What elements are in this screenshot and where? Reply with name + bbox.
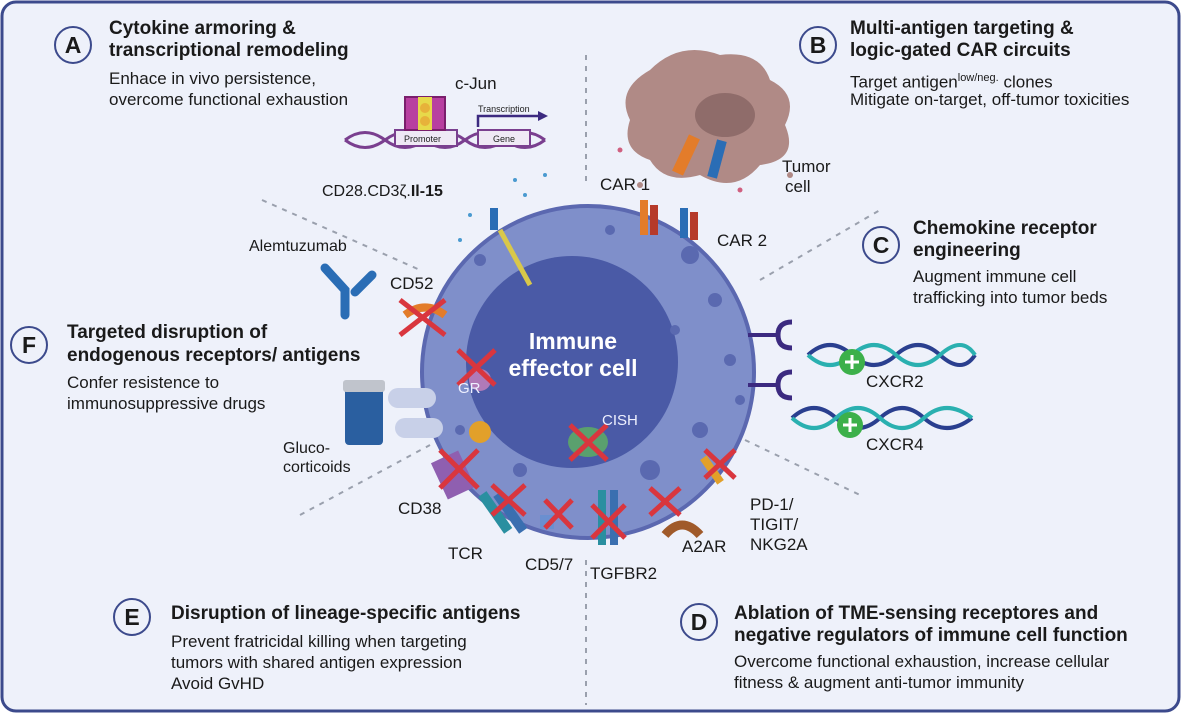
il15-receptor [458,173,547,287]
panel-c-title-1: Chemokine receptor [913,218,1097,239]
panel-b-body-2: Mitigate on-target, off-tumor toxicities [850,90,1130,109]
label-cd52: CD52 [390,274,434,293]
panel-c-body-1: Augment immune cell [913,267,1077,286]
dna-promoter-graphic [344,96,548,149]
cd57-receptor [540,498,574,530]
label-il15-bold: Il-15 [410,183,443,200]
label-gene: Gene [493,134,516,144]
panel-a-body-2: overcome functional exhaustion [109,90,349,109]
panel-a-title-2: transcriptional remodeling [109,40,349,61]
tgfbr2-receptor [590,490,627,545]
glucocorticoid-pills [343,380,443,445]
label-il15-pre: CD28.CD3ζ. [322,183,411,200]
label-cjun: c-Jun [455,74,497,93]
cish-protein [568,423,609,462]
alemtuzumab-antibody [320,263,377,320]
panel-d-title-2: negative regulators of immune cell funct… [734,625,1128,646]
label-gr: GR [458,380,481,397]
label-a2ar: A2AR [682,537,727,556]
label-pd1-1: PD-1/ [750,495,794,514]
panel-b-body-1: Target antigenlow/neg. clones [850,68,1053,93]
tumor-cell-graphic [617,50,793,193]
panel-e-body-3: Avoid GvHD [171,674,265,693]
badge-f: F [10,326,48,364]
badge-c: C [862,226,900,264]
panel-e-body-2: tumors with shared antigen expression [171,653,463,672]
cell-label-line2: effector cell [508,355,638,381]
tcr-receptor [478,483,528,534]
label-tumor-2: cell [785,177,811,196]
cell-label-line1: Immune [528,328,618,354]
label-cish: CISH [602,412,638,429]
label-transcription: Transcription [478,104,530,114]
label-promoter: Promoter [404,134,442,144]
pd1-receptor [700,448,737,485]
cell-vesicles [455,225,745,480]
panel-f-body-1: Confer resistence to [67,373,220,392]
label-il15: CD28.CD3ζ.Il-15 [322,183,443,201]
label-cd38: CD38 [398,499,442,518]
label-cxcr2: CXCR2 [866,372,924,391]
panel-b-body-1-post: clones [998,72,1053,92]
badge-a: A [54,26,92,64]
panel-c-body-2: trafficking into tumor beds [913,288,1108,307]
panel-b-title-2: logic-gated CAR circuits [850,40,1071,61]
label-alemtuzumab: Alemtuzumab [249,238,347,255]
panel-e-title-1: Disruption of lineage-specific antigens [171,603,521,624]
cd38-receptor [430,421,491,500]
label-gluco-2: corticoids [283,459,351,476]
label-tgfbr2: TGFBR2 [590,564,658,583]
panel-d-body-2: fitness & augment anti-tumor immunity [734,673,1025,692]
panel-a-body-1: Enhace in vivo persistence, [109,69,316,88]
panel-f-title-1: Targeted disruption of [67,322,268,343]
panel-c-title-2: engineering [913,240,1021,261]
cd52-receptor [398,298,448,337]
panel-b-title-1: Multi-antigen targeting & [850,18,1074,39]
label-tcr: TCR [448,544,483,563]
label-tumor-1: Tumor [782,157,831,176]
label-car1: CAR 1 [600,175,651,194]
label-cxcr4: CXCR4 [866,435,924,454]
car-receptors [640,200,698,240]
panel-e-body-1: Prevent fratricidal killing when targeti… [171,632,467,651]
cell-nucleus [466,256,678,468]
panel-b-body-1-sup: low/neg. [957,72,999,84]
label-car2: CAR 2 [717,231,768,250]
sector-dividers [261,55,881,705]
cxcr-graphics [748,319,977,438]
panel-a-title-1: Cytokine armoring & [109,18,296,39]
label-cd57: CD5/7 [525,555,574,574]
panel-d-title-1: Ablation of TME-sensing receptores and [734,603,1099,624]
panel-b-body-1-pre: Target antigen [850,72,958,92]
badge-b: B [799,26,837,64]
label-gluco-1: Gluco- [283,440,331,457]
label-pd1-3: NKG2A [750,535,808,554]
panel-f-body-2: immunosuppressive drugs [67,394,266,413]
gr-receptor [456,348,497,391]
badge-e: E [113,598,151,636]
panel-d-body-1: Overcome functional exhaustion, increase… [734,652,1110,671]
label-pd1-2: TIGIT/ [750,515,799,534]
panel-f-title-2: endogenous receptors/ antigens [67,345,361,366]
badge-d: D [680,603,718,641]
a2ar-receptor [648,486,704,539]
